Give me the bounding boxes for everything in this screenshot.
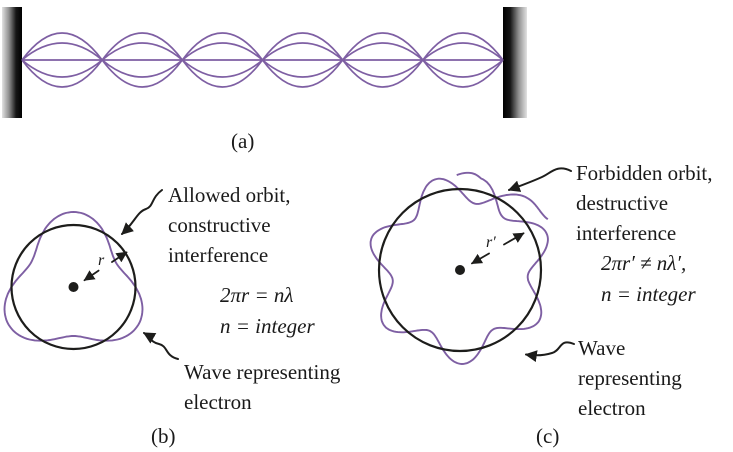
allowed-orbit-label-line1: Allowed orbit, bbox=[168, 183, 291, 207]
nucleus-dot-b bbox=[68, 282, 79, 292]
panel-a-graphic bbox=[2, 7, 527, 118]
caption-c: (c) bbox=[536, 424, 560, 448]
orbit-pointer-arrow-b bbox=[121, 189, 163, 235]
caption-b: (b) bbox=[151, 424, 176, 448]
forbidden-orbit-circle bbox=[377, 187, 543, 353]
forbidden-orbit-label: Forbidden orbit, destructive interferenc… bbox=[576, 158, 713, 248]
forbidden-orbit-equation: 2πr′ ≠ nλ′, n = integer bbox=[601, 248, 696, 310]
wave-representing-electron-label-c: Wave representing electron bbox=[578, 333, 682, 423]
wave-label-c-line1: Wave bbox=[578, 336, 626, 360]
radius-arrow-outer-b bbox=[111, 251, 128, 263]
equation-b-line1: 2πr = nλ bbox=[220, 283, 294, 307]
orbit-pointer-arrow-c bbox=[507, 167, 572, 192]
allowed-orbit-label-line2: constructive bbox=[168, 213, 271, 237]
left-wall bbox=[2, 7, 22, 118]
standing-wave-on-string bbox=[21, 32, 504, 88]
wave-label-b-line1: Wave representing bbox=[184, 360, 341, 384]
allowed-orbit-label-line3: interference bbox=[168, 243, 269, 267]
caption-a: (a) bbox=[231, 129, 255, 153]
wave-pointer-arrow-b bbox=[142, 332, 179, 360]
panel-c-graphic bbox=[369, 167, 575, 365]
equation-b-line2: n = integer bbox=[220, 314, 315, 338]
allowed-orbit-circle bbox=[10, 223, 137, 351]
wave-pointer-arrow-c bbox=[524, 341, 575, 363]
wave-label-b-line2: electron bbox=[184, 390, 252, 414]
electron-wave-forbidden bbox=[369, 171, 549, 365]
radius-label-b: r bbox=[98, 252, 105, 269]
forbidden-orbit-label-line2: destructive bbox=[576, 191, 669, 215]
radius-arrow-inner-b bbox=[83, 269, 100, 282]
wave-label-c-line3: electron bbox=[578, 396, 646, 420]
radius-arrow-inner-c bbox=[471, 252, 490, 265]
right-wall bbox=[503, 7, 527, 118]
equation-c-line2: n = integer bbox=[601, 282, 696, 306]
wave-representing-electron-label-b: Wave representing electron bbox=[184, 357, 340, 417]
forbidden-orbit-label-line1: Forbidden orbit, bbox=[576, 161, 713, 185]
wave-label-c-line2: representing bbox=[578, 366, 682, 390]
equation-c-line1: 2πr′ ≠ nλ′, bbox=[601, 251, 687, 275]
panel-b-graphic bbox=[3, 189, 179, 360]
radius-arrow-outer-c bbox=[503, 232, 525, 246]
allowed-orbit-equation: 2πr = nλ n = integer bbox=[220, 280, 315, 342]
radius-label-c: r′ bbox=[486, 234, 496, 251]
allowed-orbit-label: Allowed orbit, constructive interference bbox=[168, 180, 290, 270]
forbidden-orbit-label-line3: interference bbox=[576, 221, 677, 245]
electron-wave-allowed bbox=[3, 211, 144, 342]
nucleus-dot-c bbox=[455, 265, 465, 275]
